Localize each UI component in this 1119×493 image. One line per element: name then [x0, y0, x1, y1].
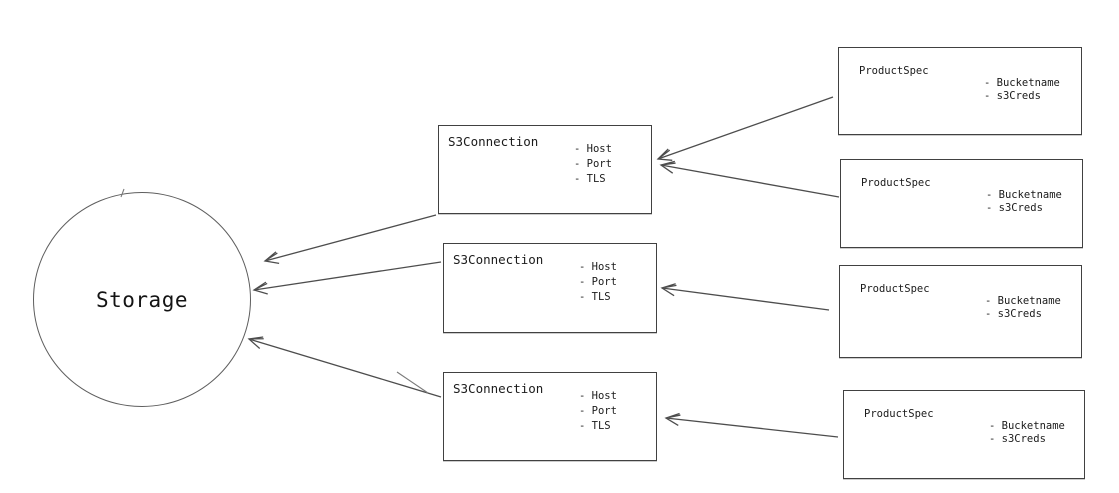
arrow-s3connection1-to-storage: [263, 214, 437, 265]
node-title: S3Connection: [453, 381, 544, 396]
arrow-s3connection2-to-storage: [252, 261, 442, 295]
arrow-productspec3-to-s3connection2: [660, 283, 830, 311]
attribute-list: - Bucketname - s3Creds: [985, 295, 1061, 320]
arrow-productspec2-to-s3connection1: [659, 160, 840, 198]
node-title: ProductSpec: [861, 177, 931, 189]
attribute-list: - Bucketname - s3Creds: [984, 77, 1060, 102]
attribute-list: - Host - Port - TLS: [579, 260, 617, 305]
attribute: - Port: [574, 158, 612, 170]
attribute: - Host: [574, 143, 612, 155]
attribute-list: - Host - Port - TLS: [579, 389, 617, 434]
node-title: S3Connection: [453, 252, 544, 267]
arrow-s3connection3-to-storage: [247, 336, 442, 398]
node-title: S3Connection: [448, 134, 539, 149]
product-spec-node-4[interactable]: ProductSpec - Bucketname - s3Creds: [843, 390, 1085, 479]
attribute: - Bucketname: [989, 420, 1065, 432]
attribute: - s3Creds: [989, 432, 1046, 445]
sketch-stroke: [396, 371, 429, 394]
attribute: - Host: [579, 390, 617, 402]
product-spec-node-1[interactable]: ProductSpec - Bucketname - s3Creds: [838, 47, 1082, 135]
attribute: - TLS: [579, 420, 611, 432]
attribute: - Bucketname: [986, 189, 1062, 201]
attribute-list: - Bucketname - s3Creds: [986, 189, 1062, 214]
attribute: - Bucketname: [984, 77, 1060, 89]
attribute: - Port: [579, 276, 617, 288]
attribute: - TLS: [579, 291, 611, 303]
attribute: - Host: [579, 261, 617, 273]
s3-connection-node-3[interactable]: S3Connection - Host - Port - TLS: [443, 372, 657, 461]
attribute: - TLS: [574, 173, 606, 185]
arrow-productspec4-to-s3connection3: [664, 412, 839, 438]
attribute: - Port: [579, 405, 617, 417]
arrow-productspec1-to-s3connection1: [656, 96, 834, 161]
product-spec-node-2[interactable]: ProductSpec - Bucketname - s3Creds: [840, 159, 1083, 248]
attribute: - s3Creds: [986, 201, 1043, 214]
s3-connection-node-2[interactable]: S3Connection - Host - Port - TLS: [443, 243, 657, 333]
attribute: - s3Creds: [984, 89, 1041, 102]
attribute: - Bucketname: [985, 295, 1061, 307]
storage-label: Storage: [95, 287, 188, 312]
product-spec-node-3[interactable]: ProductSpec - Bucketname - s3Creds: [839, 265, 1082, 358]
storage-node[interactable]: Storage: [33, 192, 251, 407]
s3-connection-node-1[interactable]: S3Connection - Host - Port - TLS: [438, 125, 652, 214]
node-title: ProductSpec: [864, 408, 934, 420]
attribute-list: - Bucketname - s3Creds: [989, 420, 1065, 445]
attribute-list: - Host - Port - TLS: [574, 142, 612, 187]
node-title: ProductSpec: [860, 283, 930, 295]
node-title: ProductSpec: [859, 65, 929, 77]
attribute: - s3Creds: [985, 307, 1042, 320]
